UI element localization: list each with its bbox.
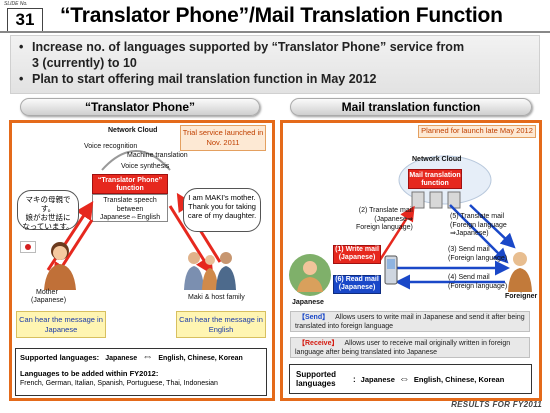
step-read-mail-box: (6) Read mail (Japanese) xyxy=(333,275,381,294)
receive-description: 【Receive】Allows user to receive mail ori… xyxy=(290,337,530,358)
mail-languages-box: Supported languages : Japanese ⇔ English… xyxy=(289,364,532,394)
hear-english-box: Can hear the message in English xyxy=(176,311,266,338)
trial-launch-callout: Trial service launched in Nov. 2011 xyxy=(180,125,266,151)
footer-results: RESULTS FOR FY2011 xyxy=(451,400,542,409)
mail-supported-label: Supported languages xyxy=(296,370,336,388)
maki-host-family-label: Maki & host family xyxy=(188,294,245,301)
bullet-item: •Increase no. of languages supported by … xyxy=(19,40,465,54)
japanese-user-icon xyxy=(289,254,331,296)
translate-speech-box: Translate speech between Japanese⇔Englis… xyxy=(92,194,168,222)
network-cloud-label: Network Cloud xyxy=(108,127,158,134)
planned-launch-callout: Planned for launch late May 2012 xyxy=(418,125,536,138)
title-divider xyxy=(0,31,550,33)
send-description: 【Send】Allows users to write mail in Japa… xyxy=(290,311,530,332)
voice-pipeline-arrow xyxy=(101,150,171,171)
voice-recognition-label: Voice recognition xyxy=(84,143,138,150)
translate-speech-label: Translate speech between Japanese⇔Englis… xyxy=(99,197,161,221)
step-write-mail-box: (1) Write mail (Japanese) xyxy=(333,245,381,264)
step-send-mail-foreign-label: (4) Send mail (Foreign language) xyxy=(448,274,508,290)
send-description-text: Allows users to write mail in Japanese a… xyxy=(295,314,525,330)
translator-phone-languages-box: Supported languages: Japanese ⇔ English,… xyxy=(15,348,267,396)
bidirectional-arrow-icon: ⇔ xyxy=(398,373,410,385)
english-speech-bubble: I am MAKI’s mother. Thank you for taking… xyxy=(183,188,261,232)
send-tag: 【Send】 xyxy=(298,314,330,321)
japan-flag-icon xyxy=(20,241,36,253)
translator-phone-function-box: “Translator Phone” function xyxy=(92,174,168,194)
slide-number-label: SLIDE No. xyxy=(4,1,28,7)
slide-number: 31 xyxy=(7,8,43,32)
foreigner-user-label: Foreigner xyxy=(505,293,538,300)
mail-translation-header: Mail translation function xyxy=(290,98,532,116)
mail-network-cloud-label: Network Cloud xyxy=(412,156,462,163)
bidirectional-arrow-icon: ⇔ xyxy=(142,351,154,363)
foreigner-user-icon xyxy=(508,252,532,292)
mother-speech-bubble: マキの母親です。 娘がお世話に なっています。 xyxy=(17,190,79,231)
bullet-item: •Plan to start offering mail translation… xyxy=(19,72,377,86)
mother-nationality-label: (Japanese) xyxy=(31,297,67,304)
mother-person-icon xyxy=(44,242,76,290)
step-translate-to-japanese-label: (5) Translate mail (Foreign language ⇒Ja… xyxy=(450,213,507,237)
added-languages-heading: Languages to be added within FY2012: xyxy=(20,369,159,378)
bullet-continuation: 3 (currently) to 10 xyxy=(32,56,137,70)
step-send-mail-label: (3) Send mail (Foreign language) xyxy=(448,246,508,262)
host-family-icon xyxy=(184,252,236,290)
japanese-user-label: Japanese xyxy=(292,299,324,306)
receive-description-text: Allows user to receive mail originally w… xyxy=(295,340,511,356)
mobile-phone-icon xyxy=(384,255,398,285)
machine-translation-label: Machine translation xyxy=(127,152,188,159)
added-languages-list: French, German, Italian, Spanish, Portug… xyxy=(20,380,218,387)
mail-supported-to: English, Chinese, Korean xyxy=(413,374,505,384)
step-translate-to-foreign-label: (2) Translate mail (Japanese⇒ Foreign la… xyxy=(356,207,413,231)
mail-translation-function-box: Mail translation function xyxy=(408,169,462,189)
mother-label: Mother xyxy=(36,289,58,296)
receive-tag: 【Receive】 xyxy=(298,340,339,347)
summary-bullets: •Increase no. of languages supported by … xyxy=(10,35,540,94)
mail-flow-arrows xyxy=(378,204,516,290)
translator-phone-header: “Translator Phone” xyxy=(20,98,260,116)
voice-synthesis-label: Voice synthesis xyxy=(121,163,170,170)
page-title: “Translator Phone”/Mail Translation Func… xyxy=(60,4,503,27)
hear-japanese-box: Can hear the message in Japanese xyxy=(16,311,106,338)
mail-supported-colon: : xyxy=(353,374,356,384)
server-icons xyxy=(411,191,461,209)
supported-languages-row: Supported languages: Japanese ⇔ English,… xyxy=(20,351,243,363)
mail-supported-from: Japanese xyxy=(360,374,395,384)
